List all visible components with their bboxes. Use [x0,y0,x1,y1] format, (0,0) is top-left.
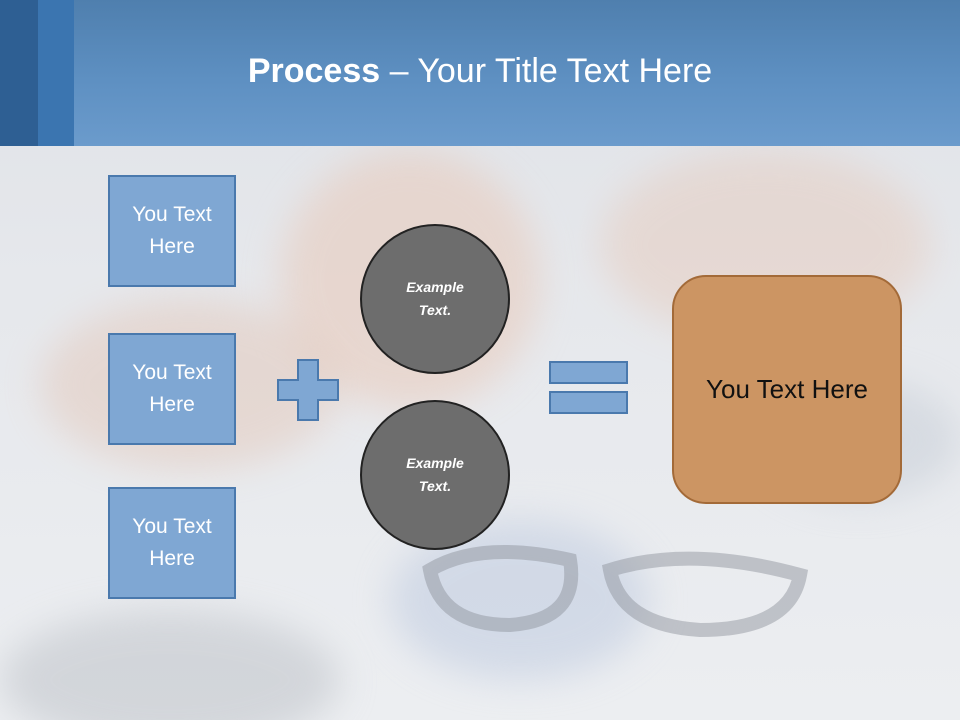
circle-2: Example Text. [360,400,510,550]
slide-title: Process – Your Title Text Here [0,52,960,91]
glasses-photo-detail [422,545,809,638]
title-bold: Process [247,52,381,90]
circle-2-label: Example Text. [406,455,464,494]
result-label: You Text Here [706,374,868,404]
title-bar: Process – Your Title Text Here [0,0,960,146]
header-accent-mid [38,0,74,146]
title-rest: – Your Title Text Here [380,52,713,90]
header-accent-dark [0,0,38,146]
text-box-2-label: You Text Here [132,361,212,416]
text-box-3: You Text Here [108,487,236,599]
result-box: You Text Here [672,275,902,504]
text-box-1-label: You Text Here [132,203,212,258]
equals-icon [549,361,628,414]
text-box-3-label: You Text Here [132,515,212,570]
plus-icon [277,359,339,421]
text-box-2: You Text Here [108,333,236,445]
circle-1: Example Text. [360,224,510,374]
circle-1-label: Example Text. [406,279,464,318]
text-box-1: You Text Here [108,175,236,287]
